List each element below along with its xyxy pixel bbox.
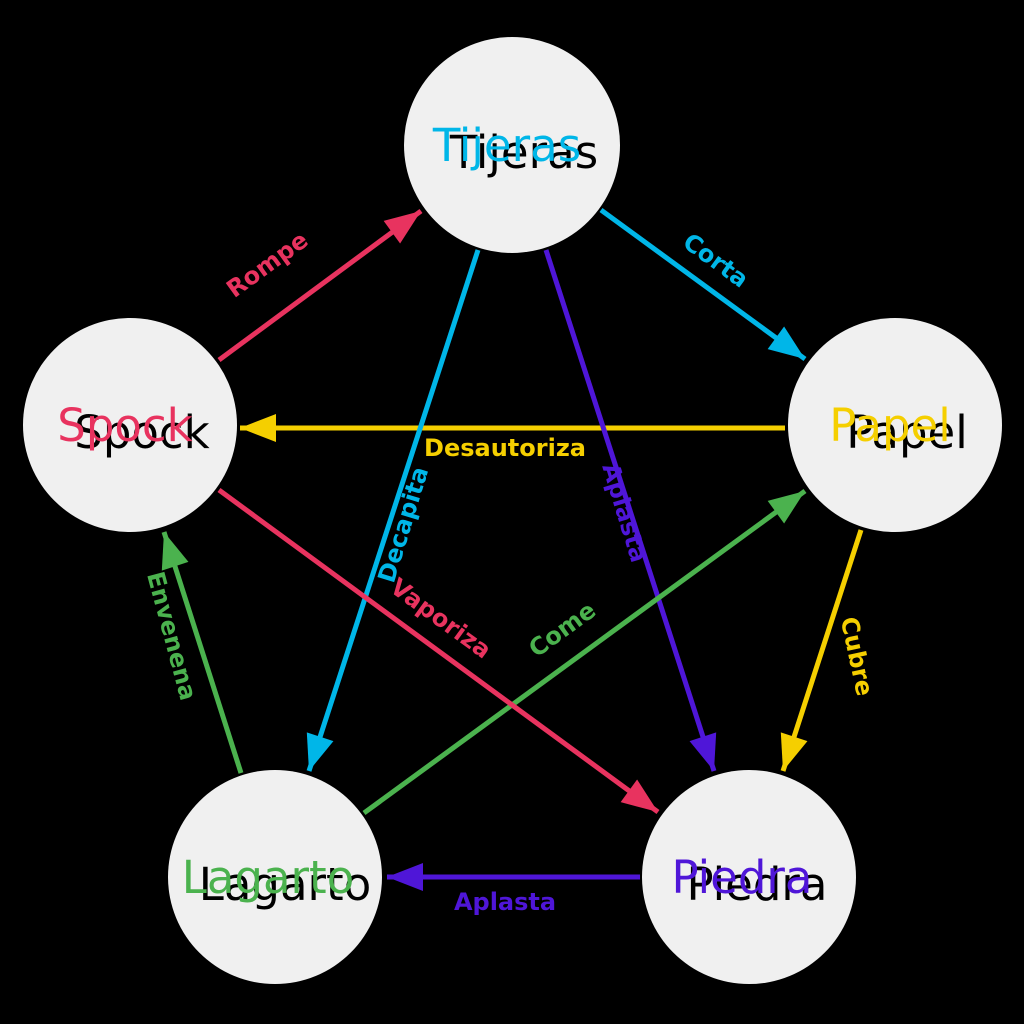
envenena-line (161, 531, 244, 774)
node-label-tijeras: Tijeras (432, 119, 581, 172)
cubre-line (780, 529, 864, 772)
rompe-line (217, 208, 423, 363)
node-label-lagarto-shadow: Lagarto (199, 858, 371, 911)
corta-arrowhead (767, 326, 805, 359)
aplasta-abajo-arrowhead (387, 863, 423, 891)
decapita-arrowhead (306, 732, 334, 771)
node-label-papel-shadow: Papel (846, 406, 967, 459)
edge-label-desautoriza: Desautoriza (424, 434, 586, 462)
piedra-circle (642, 770, 856, 984)
edge-label-aplasta-abajo: Aplasta (454, 888, 556, 916)
node-label-papel: Papel (829, 399, 950, 452)
node-spock: Spock Spock (23, 318, 237, 532)
node-tijeras: Tijeras Tijeras (404, 37, 620, 253)
desautoriza-arrowhead (240, 414, 276, 442)
aplasta-centro-line (543, 249, 717, 772)
lagarto-circle (168, 770, 382, 984)
vaporiza-arrowhead (620, 779, 658, 812)
node-label-spock-shadow: Spock (74, 406, 209, 459)
spock-circle (23, 318, 237, 532)
come-line (362, 488, 807, 816)
decapita-line (306, 249, 481, 772)
edge-desautoriza: Desautoriza (240, 414, 785, 462)
edge-aplasta-abajo: Aplasta (387, 863, 640, 916)
corta-line (599, 207, 807, 362)
node-label-tijeras-shadow: Tijeras (449, 126, 598, 179)
aplasta-centro-arrowhead (689, 732, 717, 771)
node-label-lagarto: Lagarto (182, 851, 354, 904)
node-lagarto: Lagarto Lagarto (168, 770, 382, 984)
node-label-spock: Spock (57, 399, 192, 452)
node-papel: Papel Papel (788, 318, 1002, 532)
papel-circle (788, 318, 1002, 532)
come-arrowhead (767, 491, 805, 524)
node-label-piedra: Piedra (672, 851, 813, 904)
node-label-piedra-shadow: Piedra (687, 858, 828, 911)
cubre-arrowhead (780, 732, 808, 771)
vaporiza-line (217, 487, 660, 815)
node-piedra: Piedra Piedra (642, 770, 856, 984)
envenena-arrowhead (161, 532, 189, 571)
rompe-arrowhead (383, 211, 421, 244)
tijeras-circle (404, 37, 620, 253)
